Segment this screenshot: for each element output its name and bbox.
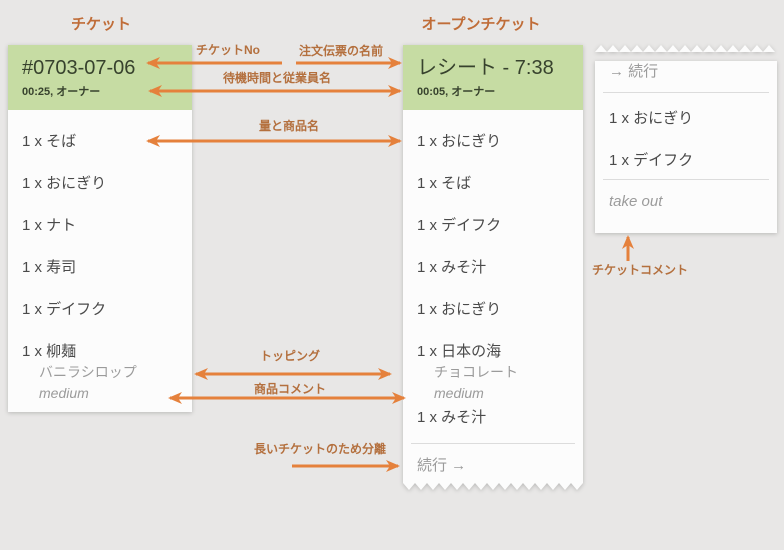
annotation-wait-time: 待機時間と従業員名 <box>222 71 332 85</box>
annotation-ticket-comment: チケットコメント <box>591 263 689 277</box>
continue-link[interactable]: 続行 → <box>417 457 467 474</box>
annotation-topping: トッピング <box>259 349 321 363</box>
ticket-header: #0703-07-06 00:25, オーナー <box>8 45 192 110</box>
ticket-item[interactable]: 1 x みそ汁 <box>417 409 487 426</box>
ticket-item[interactable]: 1 x 日本の海 <box>417 343 502 360</box>
item-comment: medium <box>434 385 484 401</box>
item-topping: バニラシロップ <box>39 364 137 380</box>
divider <box>603 179 769 180</box>
ticket-item-list: 1 x そば 1 x おにぎり 1 x ナト 1 x 寿司 1 x デイフク 1… <box>8 131 192 404</box>
annotation-qty-name: 量と商品名 <box>258 119 320 133</box>
closed-ticket-column-title: チケット <box>70 16 132 33</box>
ticket-item[interactable]: 1 x デイフク <box>609 152 694 169</box>
item-comment: medium <box>39 385 89 401</box>
annotation-item-comment: 商品コメント <box>253 382 327 396</box>
divider <box>603 92 769 93</box>
item-topping: チョコレート <box>434 364 518 380</box>
ticket-item[interactable]: 1 x デイフク <box>417 217 502 234</box>
annotation-split: 長いチケットのため分離 <box>253 442 387 456</box>
continued-from-link[interactable]: → 続行 <box>609 63 659 80</box>
ticket-comment-text: take out <box>609 193 663 210</box>
closed-ticket-card[interactable]: #0703-07-06 00:25, オーナー 1 x そば 1 x おにぎり … <box>8 45 192 412</box>
ticket-footer-divider <box>411 443 575 444</box>
receipt-zigzag-bottom-edge <box>403 483 583 490</box>
ticket-item[interactable]: 1 x おにぎり <box>22 175 107 192</box>
receipt-zigzag-top-edge <box>595 45 777 52</box>
ticket-item[interactable]: 1 x 柳麺 <box>22 343 77 360</box>
ticket-item[interactable]: 1 x そば <box>22 133 77 150</box>
open-ticket-column-title: オープンチケット <box>421 16 541 33</box>
ticket-item[interactable]: 1 x おにぎり <box>417 133 502 150</box>
annotation-order-name: 注文伝票の名前 <box>298 44 384 58</box>
ticket-item-list: 1 x おにぎり 1 x そば 1 x デイフク 1 x みそ汁 1 x おにぎ… <box>403 131 583 428</box>
ticket-header: レシート - 7:38 00:05, オーナー <box>403 45 583 110</box>
annotation-ticket-no: チケットNo <box>196 43 260 57</box>
ticket-item[interactable]: 1 x おにぎり <box>417 301 502 318</box>
ticket-item[interactable]: 1 x そば <box>417 175 472 192</box>
ticket-continuation-card[interactable]: → 続行 1 x おにぎり 1 x デイフク take out <box>595 45 777 233</box>
ticket-item[interactable]: 1 x おにぎり <box>609 110 694 127</box>
ticket-item[interactable]: 1 x 寿司 <box>22 259 77 276</box>
ticket-wait-time-and-employee: 00:25, オーナー <box>22 86 101 98</box>
ticket-number: #0703-07-06 <box>22 57 136 79</box>
ticket-item[interactable]: 1 x ナト <box>22 217 77 234</box>
open-ticket-card[interactable]: レシート - 7:38 00:05, オーナー 1 x おにぎり 1 x そば … <box>403 45 583 490</box>
ticket-item[interactable]: 1 x みそ汁 <box>417 259 487 276</box>
ticket-name: レシート - 7:38 <box>417 57 554 79</box>
ticket-wait-time-and-employee: 00:05, オーナー <box>417 86 496 98</box>
ticket-item[interactable]: 1 x デイフク <box>22 301 107 318</box>
